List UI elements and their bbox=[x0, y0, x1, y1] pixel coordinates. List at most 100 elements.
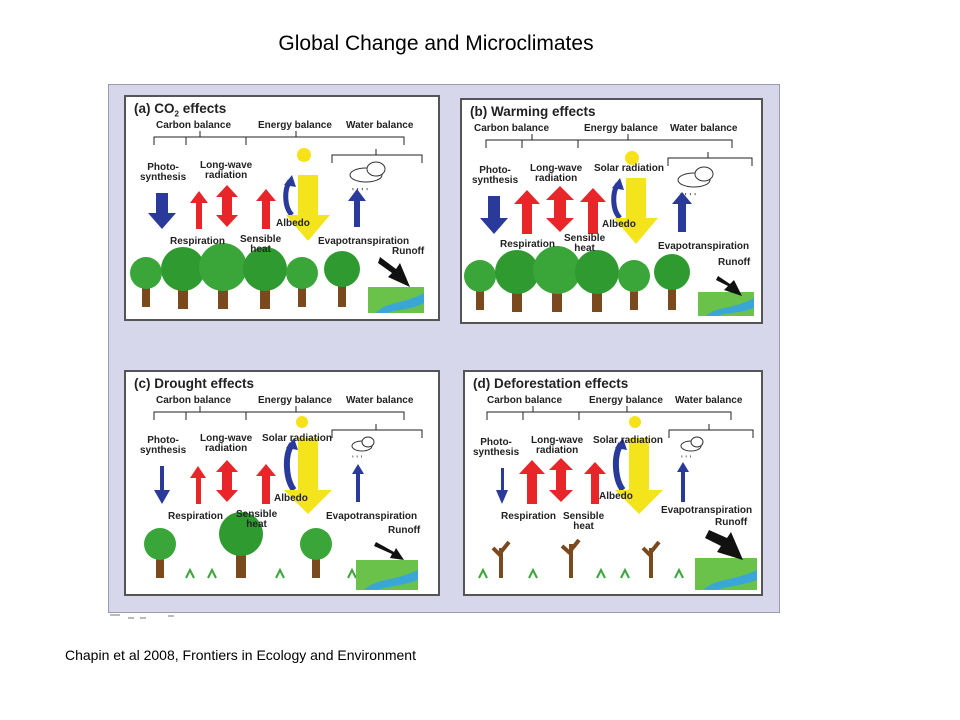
svg-text:' ' ' ': ' ' ' ' bbox=[680, 192, 696, 203]
runoff-label: Runoff bbox=[388, 525, 421, 536]
sensible-heat-label: Sensible heat bbox=[240, 234, 282, 255]
water-balance-label: Water balance bbox=[346, 120, 414, 131]
sensible-heat-label: Sensible heat bbox=[563, 511, 605, 532]
panel-a-graphics: ' ' ' ' bbox=[130, 131, 424, 313]
respiration-label: Respiration bbox=[168, 511, 224, 522]
solar-radiation-label: Solar radiation bbox=[594, 163, 665, 174]
respiration-arrow bbox=[190, 191, 208, 229]
photosynthesis-label: Photo- synthesis bbox=[472, 165, 519, 186]
panel-title: (d) Deforestation effects bbox=[473, 376, 629, 391]
dead-tree-row bbox=[491, 538, 661, 578]
energy-balance-label: Energy balance bbox=[589, 395, 663, 406]
sensible-heat-label: Sensible heat bbox=[564, 233, 606, 254]
rain-cloud-icon: ' ' ' bbox=[680, 436, 704, 464]
evapotranspiration-arrow bbox=[677, 462, 689, 502]
runoff-label: Runoff bbox=[715, 517, 748, 528]
respiration-arrow bbox=[514, 190, 540, 234]
panel-c-graphics: ' ' ' bbox=[144, 406, 423, 590]
cropped-figure-label bbox=[110, 614, 174, 619]
sensible-heat-arrow bbox=[256, 464, 276, 504]
sensible-heat-label: Sensible heat bbox=[236, 509, 278, 530]
albedo-arrow bbox=[613, 442, 626, 492]
longwave-label: Long-wave radiation bbox=[530, 163, 583, 184]
rain-cloud-icon: ' ' ' ' bbox=[349, 161, 386, 198]
solar-arrow bbox=[284, 438, 332, 514]
runoff-label: Runoff bbox=[718, 257, 751, 268]
runoff-arrow bbox=[374, 542, 404, 560]
longwave-arrow bbox=[216, 185, 238, 227]
albedo-label: Albedo bbox=[602, 219, 636, 230]
photosynthesis-arrow bbox=[154, 466, 170, 504]
evapotranspiration-arrow bbox=[672, 192, 692, 232]
albedo-label: Albedo bbox=[599, 491, 633, 502]
energy-balance-label: Energy balance bbox=[584, 123, 658, 134]
photosynthesis-label: Photo- synthesis bbox=[473, 437, 520, 458]
solar-radiation-label: Solar radiation bbox=[593, 435, 664, 446]
sun-icon bbox=[297, 148, 311, 162]
sun-icon bbox=[625, 151, 639, 165]
longwave-label: Long-wave radiation bbox=[200, 433, 253, 454]
sun-icon bbox=[629, 416, 641, 428]
tree-row bbox=[464, 246, 690, 312]
evapotranspiration-label: Evapotranspiration bbox=[658, 241, 750, 252]
photosynthesis-label: Photo- synthesis bbox=[140, 162, 187, 183]
longwave-label: Long-wave radiation bbox=[200, 160, 253, 181]
photosynthesis-arrow bbox=[148, 193, 176, 229]
svg-text:' ' ': ' ' ' bbox=[681, 454, 691, 464]
runoff-arrow bbox=[378, 257, 410, 287]
water-balance-label: Water balance bbox=[670, 123, 738, 134]
panel-title: (b) Warming effects bbox=[470, 104, 596, 119]
rain-cloud-icon: ' ' ' ' bbox=[677, 166, 714, 203]
longwave-arrow bbox=[549, 458, 573, 502]
runoff-label: Runoff bbox=[392, 246, 425, 257]
panel-d-graphics: ' ' ' bbox=[478, 406, 757, 590]
photosynthesis-label: Photo- synthesis bbox=[140, 435, 187, 456]
carbon-balance-label: Carbon balance bbox=[487, 395, 563, 406]
figure-frame: ' ' ' ' bbox=[108, 84, 780, 613]
evapotranspiration-arrow bbox=[352, 464, 364, 502]
sensible-heat-arrow bbox=[580, 188, 606, 234]
longwave-arrow bbox=[216, 460, 238, 502]
tree-row bbox=[144, 512, 357, 579]
respiration-label: Respiration bbox=[170, 236, 226, 247]
respiration-arrow bbox=[519, 460, 545, 504]
panel-warming-effects: ' ' ' ' (b) Warming effects Carbon balan… bbox=[460, 98, 763, 324]
runoff-arrow bbox=[705, 530, 743, 560]
water-balance-label: Water balance bbox=[675, 395, 743, 406]
panel-title: (a) CO2 effects bbox=[134, 101, 227, 119]
energy-balance-label: Energy balance bbox=[258, 120, 332, 131]
water-balance-label: Water balance bbox=[346, 395, 414, 406]
evapotranspiration-label: Evapotranspiration bbox=[661, 505, 753, 516]
evapotranspiration-label: Evapotranspiration bbox=[326, 511, 418, 522]
respiration-arrow bbox=[190, 466, 206, 504]
respiration-label: Respiration bbox=[500, 239, 556, 250]
panel-deforestation-effects: ' ' ' (d) Deforestation effects Carbon b… bbox=[463, 370, 763, 596]
sun-icon bbox=[296, 416, 308, 428]
photosynthesis-arrow bbox=[496, 468, 508, 504]
evapotranspiration-label: Evapotranspiration bbox=[318, 236, 410, 247]
slide-title: Global Change and Microclimates bbox=[278, 32, 594, 55]
photosynthesis-arrow bbox=[480, 196, 508, 234]
carbon-balance-label: Carbon balance bbox=[474, 123, 550, 134]
runoff-arrow bbox=[716, 276, 742, 296]
panel-drought-effects: ' ' ' (c) Drought effects Carbon balance… bbox=[124, 370, 440, 596]
albedo-label: Albedo bbox=[276, 218, 310, 229]
citation-caption: Chapin et al 2008, Frontiers in Ecology … bbox=[65, 647, 416, 663]
solar-arrow bbox=[614, 178, 658, 244]
sensible-heat-arrow bbox=[584, 462, 606, 504]
rain-cloud-icon: ' ' ' bbox=[351, 436, 375, 464]
solar-radiation-label: Solar radiation bbox=[262, 433, 333, 444]
carbon-balance-label: Carbon balance bbox=[156, 395, 232, 406]
albedo-arrow bbox=[284, 442, 297, 492]
panel-b-graphics: ' ' ' ' bbox=[464, 134, 754, 316]
solar-arrow bbox=[286, 175, 330, 241]
svg-text:' ' ': ' ' ' bbox=[352, 454, 362, 464]
sensible-heat-arrow bbox=[256, 189, 276, 229]
panel-co2-effects: ' ' ' ' bbox=[124, 95, 440, 321]
evapotranspiration-arrow bbox=[348, 189, 366, 227]
solar-arrow bbox=[615, 438, 663, 514]
longwave-label: Long-wave radiation bbox=[531, 435, 584, 456]
panel-title: (c) Drought effects bbox=[134, 376, 255, 391]
svg-text:' ' ' ': ' ' ' ' bbox=[352, 187, 368, 198]
longwave-arrow bbox=[546, 186, 574, 232]
